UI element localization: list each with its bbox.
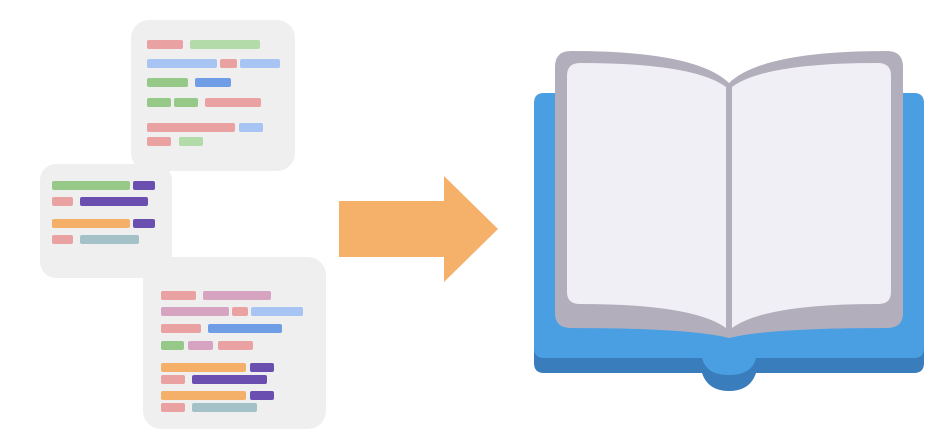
code-token <box>161 324 201 333</box>
code-token <box>147 78 188 87</box>
code-token <box>179 137 203 146</box>
code-token <box>161 341 184 350</box>
code-token <box>232 307 248 316</box>
code-token <box>80 235 139 244</box>
code-token <box>250 391 274 400</box>
code-token <box>205 98 261 107</box>
code-token <box>161 403 185 412</box>
code-document-card-3 <box>143 257 326 429</box>
code-token <box>192 375 267 384</box>
code-token <box>220 59 237 68</box>
book-page-left <box>567 63 726 328</box>
code-token <box>240 59 280 68</box>
code-token <box>52 197 73 206</box>
code-token <box>147 123 235 132</box>
code-token <box>80 197 148 206</box>
code-token <box>208 324 282 333</box>
code-token <box>147 98 171 107</box>
code-token <box>52 235 73 244</box>
code-document-card-2 <box>40 164 172 278</box>
code-token <box>251 307 303 316</box>
code-document-card-1 <box>131 20 295 171</box>
code-token <box>174 98 198 107</box>
open-book-icon <box>534 51 924 391</box>
code-token <box>161 363 246 372</box>
code-token <box>161 291 196 300</box>
code-token <box>250 363 274 372</box>
code-token <box>133 181 155 190</box>
code-token <box>203 291 271 300</box>
code-token <box>195 78 231 87</box>
book-page-right <box>732 63 891 328</box>
code-token <box>218 341 253 350</box>
arrow-right-icon <box>339 176 498 282</box>
code-token <box>147 59 217 68</box>
code-token <box>147 40 183 49</box>
code-token <box>52 181 130 190</box>
code-token <box>188 341 213 350</box>
code-token <box>161 307 229 316</box>
code-token <box>52 219 130 228</box>
code-token <box>161 391 246 400</box>
code-token <box>161 375 185 384</box>
code-token <box>190 40 260 49</box>
code-token <box>147 137 171 146</box>
code-token <box>239 123 263 132</box>
code-token <box>192 403 257 412</box>
code-token <box>133 219 155 228</box>
